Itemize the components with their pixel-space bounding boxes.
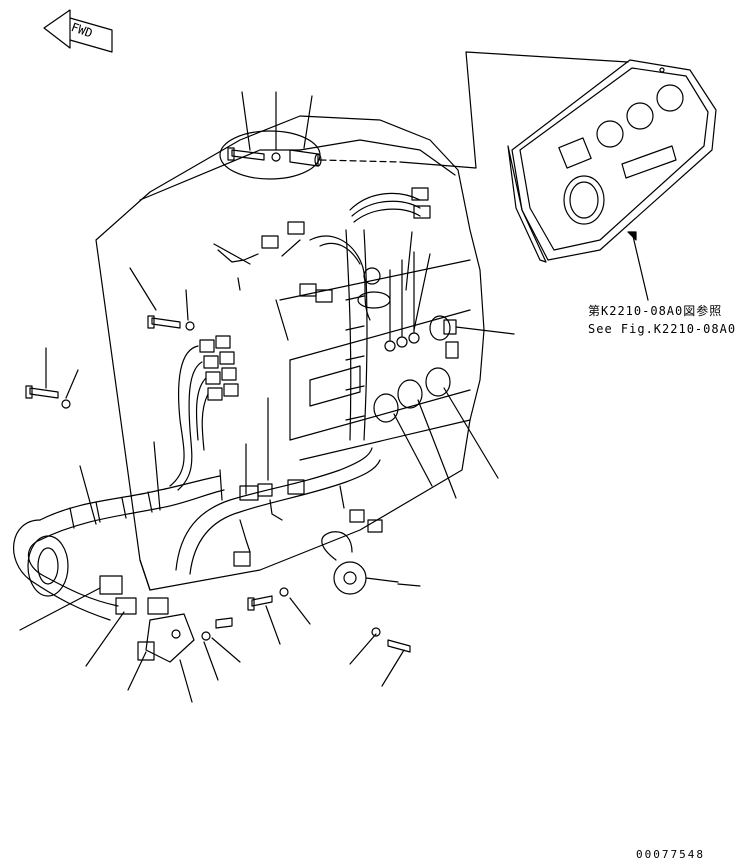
reference-note-jp: 第K2210-08A0図参照 bbox=[588, 304, 723, 318]
reference-lines bbox=[399, 51, 629, 169]
reference-note-en: See Fig.K2210-08A0 bbox=[588, 322, 737, 336]
top-hardware-group bbox=[219, 91, 401, 180]
buzzer bbox=[321, 531, 399, 595]
dash-panel-body bbox=[95, 115, 485, 591]
top-connector-cluster bbox=[213, 187, 431, 321]
centre-harness bbox=[345, 229, 420, 441]
lower-harness bbox=[175, 447, 383, 575]
fwd-arrow-icon bbox=[43, 9, 113, 53]
illustration-number: 00077548 bbox=[636, 848, 705, 861]
left-harness bbox=[13, 335, 239, 663]
switch-group bbox=[373, 315, 515, 499]
leader-lines bbox=[19, 231, 431, 703]
meter-panel bbox=[507, 59, 717, 301]
loose-fasteners bbox=[25, 315, 411, 653]
